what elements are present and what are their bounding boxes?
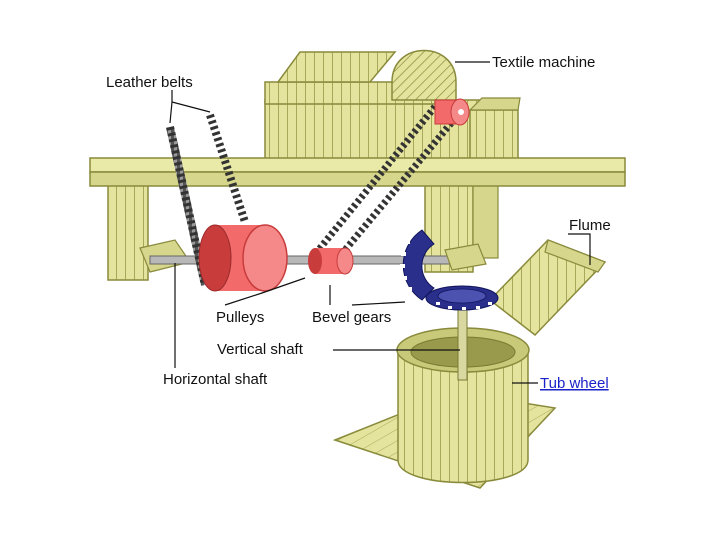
small-pulley [308,247,354,275]
label-bevel-gears: Bevel gears [312,309,391,326]
label-flume: Flume [569,217,611,234]
flume [488,239,607,337]
left-post [107,184,149,281]
label-horizontal-shaft: Horizontal shaft [163,371,268,388]
label-pulleys: Pulleys [216,309,264,326]
right-bearing [444,243,487,271]
vertical-shaft [457,299,468,381]
label-textile-machine: Textile machine [492,54,595,71]
label-leather-belts: Leather belts [106,74,193,91]
machine-pulley [434,98,470,126]
large-pulley [198,224,288,292]
table-beam [89,157,626,187]
textile-machine [264,49,521,163]
label-tub-wheel[interactable]: Tub wheel [540,375,609,392]
leader-lines [169,61,591,384]
bevel-gears [400,229,499,311]
label-vertical-shaft: Vertical shaft [217,341,304,358]
